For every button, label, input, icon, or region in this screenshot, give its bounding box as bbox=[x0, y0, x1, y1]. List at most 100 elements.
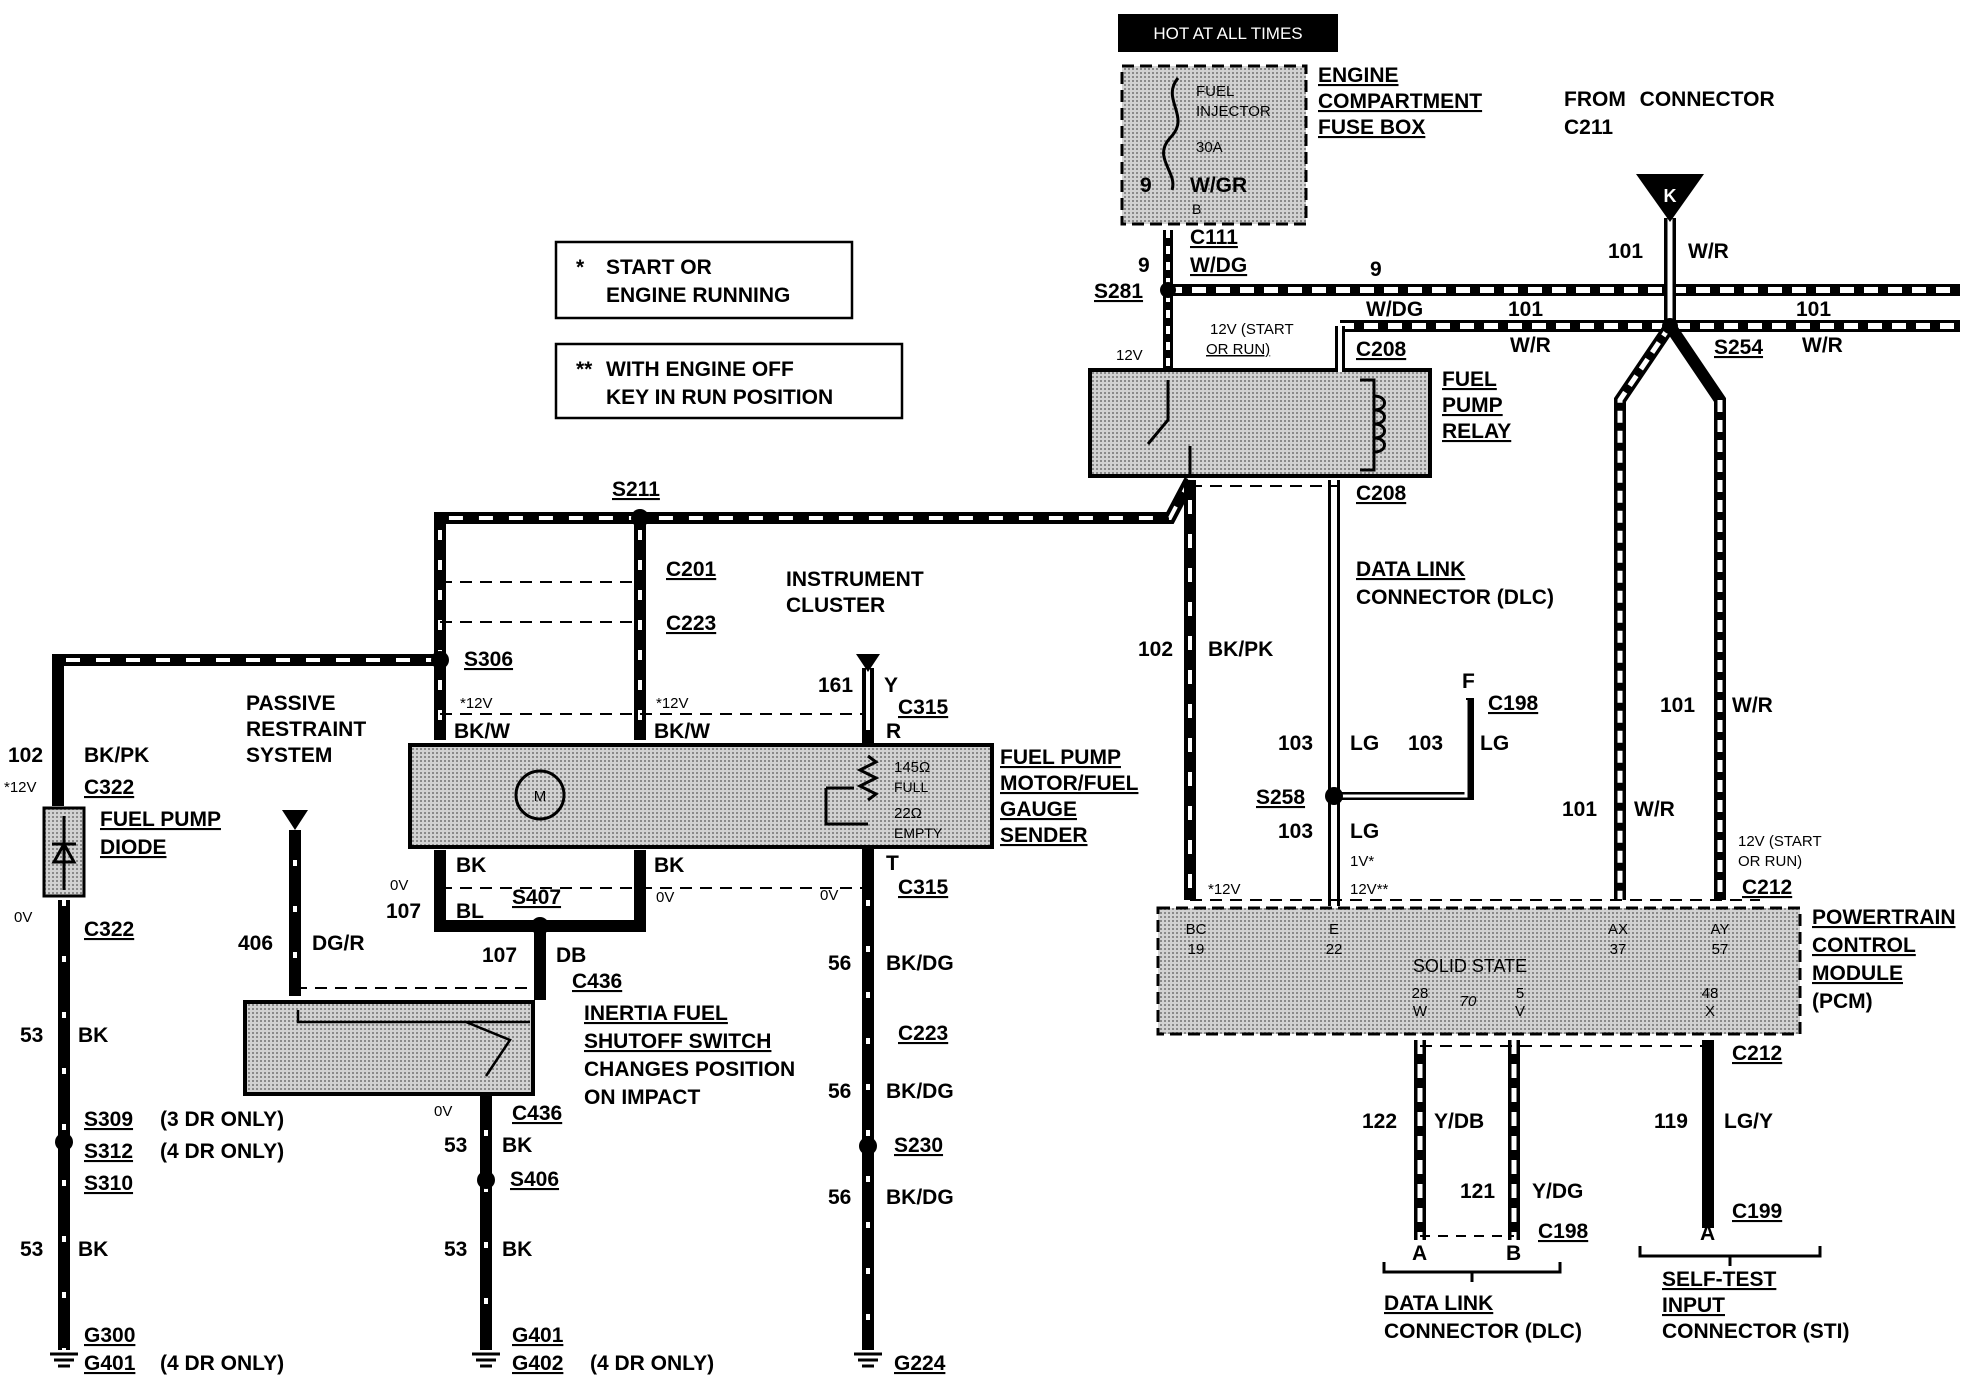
label-bkdg-c: BK/DG bbox=[886, 1186, 954, 1209]
ground-g224-symbol bbox=[854, 1352, 882, 1368]
label-107: 107 bbox=[386, 900, 421, 923]
pcm-pin-ax-n: 37 bbox=[1610, 941, 1627, 958]
pcm-pin-e: E bbox=[1329, 921, 1339, 938]
label-12v-relay: 12V bbox=[1116, 347, 1143, 364]
label-r: R bbox=[886, 720, 901, 743]
splice-s281 bbox=[1160, 282, 1176, 298]
label-s310: S310 bbox=[84, 1172, 133, 1195]
label-s312: S312 bbox=[84, 1140, 133, 1163]
label-101b: 101 bbox=[1796, 298, 1831, 321]
label-s254: S254 bbox=[1714, 336, 1763, 359]
inertia-switch-2: SHUTOFF SWITCH bbox=[584, 1030, 771, 1053]
label-ydb: Y/DB bbox=[1434, 1110, 1484, 1133]
label-s407: S407 bbox=[512, 886, 561, 909]
pcm-solid-state: SOLID STATE bbox=[1413, 956, 1527, 976]
fuel-pump-motor-1: FUEL PUMP bbox=[1000, 746, 1121, 769]
label-c315-bot: C315 bbox=[898, 876, 949, 899]
label-c223-bot: C223 bbox=[898, 1022, 948, 1045]
fuel-pump-diode-2: DIODE bbox=[100, 836, 167, 859]
instrument-cluster-arrow bbox=[856, 654, 880, 672]
pcm-pin-e-n: 22 bbox=[1326, 941, 1343, 958]
label-wr-c: W/R bbox=[1634, 798, 1675, 821]
label-s281: S281 bbox=[1094, 280, 1143, 303]
pump-motor-symbol bbox=[514, 769, 566, 821]
fuse-pin-b: B bbox=[1192, 201, 1201, 217]
label-4dr-a: (4 DR ONLY) bbox=[160, 1140, 284, 1163]
label-c322-bot: C322 bbox=[84, 918, 134, 941]
label-53d: 53 bbox=[444, 1238, 467, 1261]
engine-fuse-box-1: ENGINE bbox=[1318, 64, 1399, 87]
sender-resistor bbox=[824, 754, 880, 826]
label-bkw1: BK/W bbox=[454, 720, 510, 743]
splice-s254 bbox=[1662, 318, 1678, 334]
label-bk-mid1: BK bbox=[456, 854, 486, 877]
fuse-rating: 30A bbox=[1196, 139, 1223, 156]
label-3dr: (3 DR ONLY) bbox=[160, 1108, 284, 1131]
pcm-pin-w: W bbox=[1413, 1003, 1428, 1020]
label-103c: 103 bbox=[1278, 820, 1313, 843]
label-bkw2: BK/W bbox=[654, 720, 710, 743]
splice-s406 bbox=[477, 1171, 495, 1189]
label-start-run: 12V (START bbox=[1210, 321, 1294, 338]
label-0v-s407: 0V bbox=[656, 889, 674, 906]
passive-restraint-3: SYSTEM bbox=[246, 744, 332, 767]
from-connector-1: FROM CONNECTOR bbox=[1564, 88, 1775, 111]
label-12v-c322: *12V bbox=[4, 779, 37, 796]
wire-labels: C111 W/DG 9 S281 9 W/DG 101 W/R 101 W/R … bbox=[4, 226, 1843, 1375]
pcm-pin-ay: AY bbox=[1711, 921, 1730, 938]
fuse-box-body bbox=[1120, 64, 1308, 226]
label-119: 119 bbox=[1654, 1110, 1688, 1133]
label-101-top: 101 bbox=[1608, 240, 1643, 263]
label-bk-a: BK bbox=[78, 1024, 108, 1047]
label-107b: 107 bbox=[482, 944, 517, 967]
relay-switch-symbol bbox=[1146, 380, 1192, 476]
dlc-top-1: DATA LINK bbox=[1356, 558, 1465, 581]
label-s211: S211 bbox=[612, 478, 660, 501]
label-53c: 53 bbox=[444, 1134, 467, 1157]
pcm-1: POWERTRAIN bbox=[1812, 906, 1956, 929]
label-g401a: G401 bbox=[84, 1352, 136, 1375]
pcm-pin-v: V bbox=[1515, 1003, 1525, 1020]
label-102-left: 102 bbox=[8, 744, 43, 767]
label-f: F bbox=[1462, 670, 1475, 693]
sti-3: CONNECTOR (STI) bbox=[1662, 1320, 1849, 1343]
splice-s306 bbox=[431, 651, 449, 669]
wires bbox=[52, 218, 1960, 1350]
label-c223-top: C223 bbox=[666, 612, 716, 635]
label-bk-d: BK bbox=[502, 1238, 532, 1261]
note-1-line2: ENGINE RUNNING bbox=[606, 284, 790, 307]
pcm-pin-x: X bbox=[1705, 1003, 1715, 1020]
fuel-pump-relay-1: FUEL bbox=[1442, 368, 1497, 391]
fuse-pin: 9 bbox=[1140, 174, 1152, 197]
label-wr-d: W/R bbox=[1732, 694, 1773, 717]
label-w-dg2: W/DG bbox=[1366, 298, 1423, 321]
pump-motor-m: M bbox=[534, 788, 547, 805]
label-bl: BL bbox=[456, 900, 484, 923]
label-or-run2: OR RUN) bbox=[1738, 853, 1802, 870]
fuel-pump-motor-4: SENDER bbox=[1000, 824, 1088, 847]
pcm-pin-labels: BC 19 E 22 AX 37 AY 57 SOLID STATE 28 W … bbox=[1186, 921, 1730, 1020]
label-start-run2: 12V (START bbox=[1738, 833, 1822, 850]
label-101d: 101 bbox=[1660, 694, 1695, 717]
note-1-star: * bbox=[576, 256, 585, 279]
label-lg-c: LG bbox=[1350, 820, 1379, 843]
splices bbox=[55, 282, 1678, 1189]
label-w-r-a: W/R bbox=[1510, 334, 1551, 357]
note-box-2 bbox=[554, 342, 904, 420]
sti-1: SELF-TEST bbox=[1662, 1268, 1777, 1291]
fuse-line1: FUEL bbox=[1196, 83, 1234, 100]
pcm-pin-v-n: 5 bbox=[1516, 985, 1524, 1002]
label-y: Y bbox=[884, 674, 898, 697]
inertia-switch-3: CHANGES POSITION bbox=[584, 1058, 795, 1081]
note-box-1 bbox=[554, 240, 854, 320]
label-12v-s2: *12V bbox=[656, 695, 689, 712]
label-0v-c436: 0V bbox=[434, 1103, 452, 1120]
label-12v-s1: *12V bbox=[460, 695, 493, 712]
sender-full: FULL bbox=[894, 779, 928, 795]
label-ydg: Y/DG bbox=[1532, 1180, 1583, 1203]
fuse-labels: FUEL INJECTOR 30A 9 W/GR B bbox=[1140, 83, 1271, 217]
label-a-sti: A bbox=[1700, 1222, 1715, 1245]
note-2-line1: WITH ENGINE OFF bbox=[606, 358, 794, 381]
ground-g401-symbol bbox=[472, 1352, 500, 1368]
